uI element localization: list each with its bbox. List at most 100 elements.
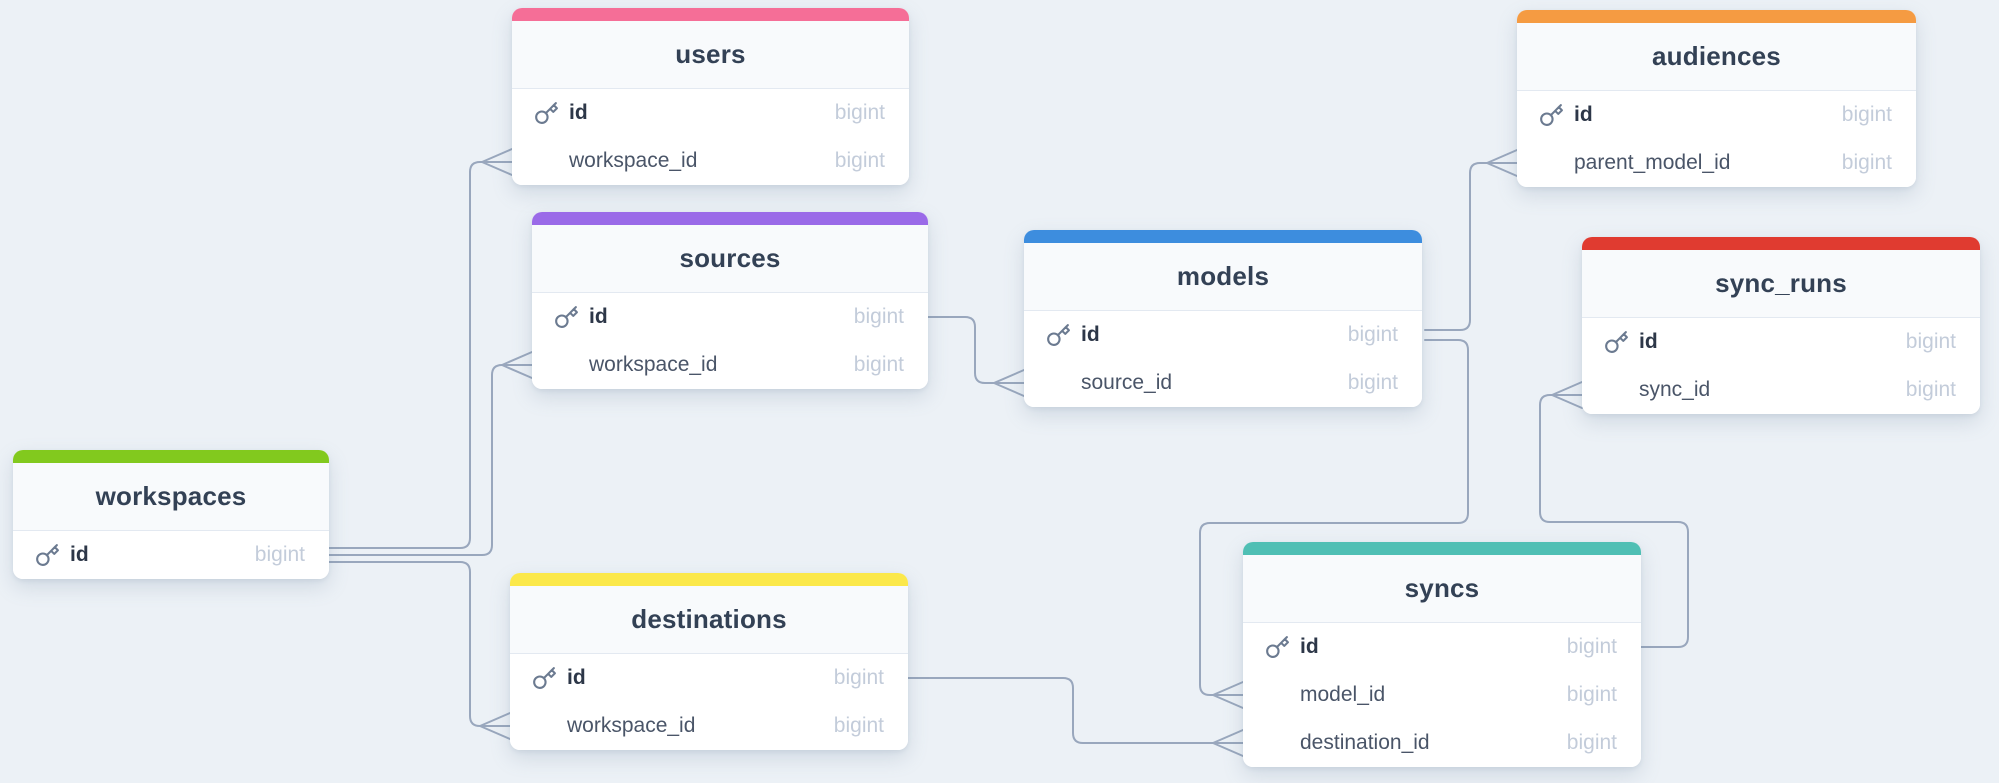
relationship-destinations-id-to-syncs-destination_id — [907, 677, 1214, 744]
table-title: models — [1176, 261, 1270, 291]
field-icon-spacer — [554, 353, 579, 378]
table-accent-bar — [532, 212, 928, 225]
field-name: workspace_id — [567, 714, 696, 737]
relationship-workspaces-id-to-users-workspace_id — [328, 161, 483, 549]
field-name: parent_model_id — [1574, 151, 1731, 174]
key-icon — [532, 666, 557, 691]
field-row-destinations-id[interactable]: id bigint — [510, 654, 908, 702]
relationship-workspaces-id-to-destinations-workspace_id — [328, 561, 481, 727]
key-icon — [554, 305, 579, 330]
field-type: bigint — [254, 543, 305, 566]
table-title: destinations — [631, 604, 787, 634]
field-name: id — [70, 543, 89, 566]
field-row-sync_runs-sync_id[interactable]: sync_id bigint — [1582, 366, 1980, 414]
table-accent-bar — [1024, 230, 1422, 243]
crows-foot-many-marker-syncs-id-to-sync_runs-sync_id — [1551, 381, 1583, 409]
table-accent-bar — [510, 573, 908, 586]
field-type: bigint — [1347, 323, 1398, 346]
table-header: sources — [532, 225, 928, 293]
primary-key-icon — [1540, 103, 1563, 126]
field-type: bigint — [853, 305, 904, 328]
field-type: bigint — [1905, 330, 1956, 353]
field-name: id — [1574, 103, 1593, 126]
table-header: destinations — [510, 586, 908, 654]
field-type: bigint — [834, 101, 885, 124]
key-icon — [1046, 323, 1071, 348]
key-icon — [1265, 635, 1290, 660]
table-title: sync_runs — [1715, 268, 1847, 298]
field-icon-spacer — [1265, 683, 1290, 708]
field-icon-spacer — [532, 714, 557, 739]
field-row-users-id[interactable]: id bigint — [512, 89, 909, 137]
field-row-users-workspace_id[interactable]: workspace_id bigint — [512, 137, 909, 185]
table-header: users — [512, 21, 909, 89]
crows-foot-many-marker-sources-id-to-models-source_id — [993, 369, 1025, 397]
table-accent-bar — [1517, 10, 1916, 23]
key-icon — [35, 543, 60, 568]
field-name: sync_id — [1639, 378, 1711, 401]
field-type: bigint — [833, 666, 884, 689]
field-row-audiences-parent_model_id[interactable]: parent_model_id bigint — [1517, 139, 1916, 187]
primary-key-icon — [36, 543, 59, 566]
crows-foot-many-marker-models-id-to-audiences-parent_model_id — [1486, 149, 1518, 177]
table-workspaces[interactable]: workspaces id bigint — [13, 450, 329, 579]
key-icon — [534, 101, 559, 126]
field-row-workspaces-id[interactable]: id bigint — [13, 531, 329, 579]
relationship-models-id-to-audiences-parent_model_id — [1424, 162, 1488, 331]
field-icon-spacer — [1539, 151, 1564, 176]
field-name: workspace_id — [569, 149, 698, 172]
field-name: source_id — [1081, 371, 1173, 394]
field-icon-spacer — [534, 149, 559, 174]
field-type: bigint — [1566, 731, 1617, 754]
crows-foot-many-marker-workspaces-id-to-destinations-workspace_id — [479, 712, 511, 740]
field-icon-spacer — [1046, 371, 1071, 396]
table-header: workspaces — [13, 463, 329, 531]
crows-foot-many-marker-workspaces-id-to-sources-workspace_id — [501, 351, 533, 379]
field-type: bigint — [834, 149, 885, 172]
field-type: bigint — [1841, 103, 1892, 126]
crows-foot-many-marker-models-id-to-syncs-model_id — [1212, 681, 1244, 709]
table-audiences[interactable]: audiences id bigint parent_model_id bigint — [1517, 10, 1916, 187]
crows-foot-many-marker-workspaces-id-to-users-workspace_id — [481, 148, 513, 176]
table-rows: id bigint — [13, 531, 329, 579]
field-name: id — [569, 101, 588, 124]
field-type: bigint — [853, 353, 904, 376]
field-name: id — [567, 666, 586, 689]
primary-key-icon — [555, 305, 578, 328]
table-users[interactable]: users id bigint workspace_id bigint — [512, 8, 909, 185]
key-icon — [1539, 103, 1564, 128]
table-header: audiences — [1517, 23, 1916, 91]
field-name: id — [1081, 323, 1100, 346]
table-accent-bar — [512, 8, 909, 21]
primary-key-icon — [535, 101, 558, 124]
primary-key-icon — [1605, 330, 1628, 353]
field-type: bigint — [1841, 151, 1892, 174]
field-name: model_id — [1300, 683, 1386, 706]
table-accent-bar — [1243, 542, 1641, 555]
table-accent-bar — [13, 450, 329, 463]
field-row-audiences-id[interactable]: id bigint — [1517, 91, 1916, 139]
primary-key-icon — [1047, 323, 1070, 346]
field-type: bigint — [1905, 378, 1956, 401]
table-title: syncs — [1404, 573, 1480, 603]
field-row-models-id[interactable]: id bigint — [1024, 311, 1422, 359]
field-icon-spacer — [1604, 378, 1629, 403]
